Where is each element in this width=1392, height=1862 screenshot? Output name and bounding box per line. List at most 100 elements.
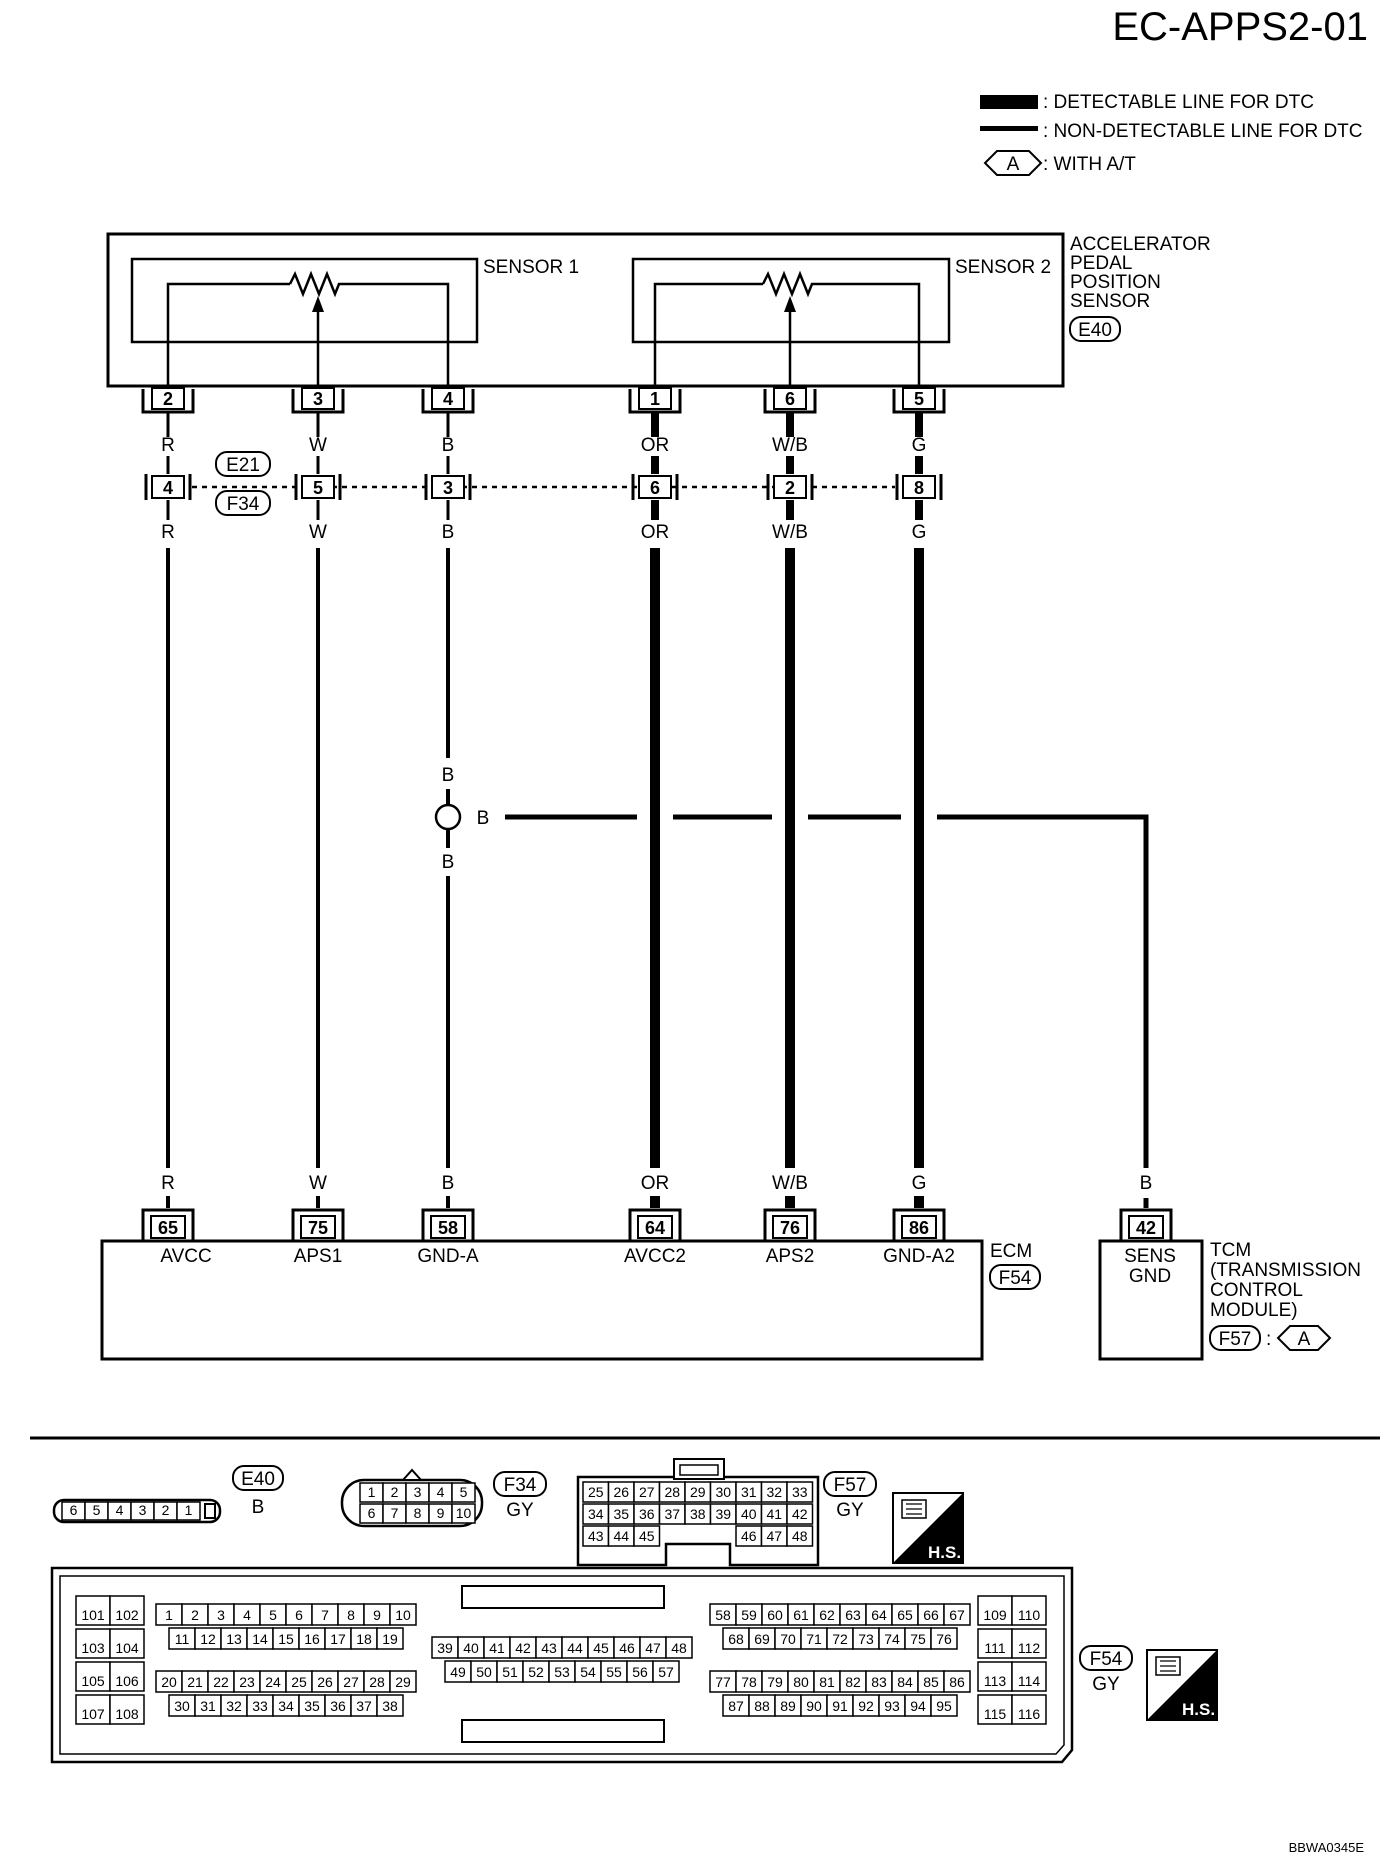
ecm-terminal-name: AVCC2 <box>624 1246 686 1267</box>
f34-cavity-number: 8 <box>414 1505 422 1521</box>
f54-cavity-number: 69 <box>754 1631 770 1647</box>
tcm-terminal-line2: GND <box>1129 1266 1171 1287</box>
ecm-terminal-name: APS2 <box>766 1246 815 1267</box>
f54-cavity: 54 <box>574 1660 602 1683</box>
f57-cavity-number: 43 <box>588 1528 604 1544</box>
inline-pin: 2 <box>766 474 814 500</box>
f54-cavity-number: 103 <box>81 1640 105 1656</box>
f57-cavity-number: 42 <box>792 1506 808 1522</box>
f54-cavity-number: 76 <box>936 1631 952 1647</box>
wire-color-label: OR <box>641 1173 670 1194</box>
f54-cavity: 3 <box>207 1603 235 1626</box>
e40-cavity-number: 5 <box>93 1502 101 1518</box>
f54-cavity-number: 23 <box>239 1674 255 1690</box>
f54-cavity: 88 <box>748 1694 776 1717</box>
harness-side-connector-icon: H.S. <box>892 1492 964 1564</box>
f54-cavity: 30 <box>168 1694 196 1717</box>
wire-color-label: W/B <box>772 522 808 543</box>
f54-cavity: 102 <box>109 1595 145 1626</box>
f57-cavity-number: 30 <box>715 1484 731 1500</box>
f54-cavity: 94 <box>904 1694 932 1717</box>
apps-pin-number: 3 <box>313 389 323 409</box>
f54-cavity-number: 27 <box>343 1674 359 1690</box>
f54-cavity-number: 86 <box>949 1674 965 1690</box>
f54-cavity-number: 102 <box>115 1607 139 1623</box>
f54-cavity-number: 106 <box>115 1673 139 1689</box>
f54-cavity: 90 <box>800 1694 828 1717</box>
inline-pin-number: 3 <box>443 478 453 498</box>
connector-code-e21: E21 <box>226 455 260 476</box>
e40-cavity-number: 6 <box>70 1502 78 1518</box>
f54-cavity-number: 67 <box>949 1607 965 1623</box>
f57-cavity-number: 45 <box>639 1528 655 1544</box>
sensor1-internal-wires <box>166 282 450 386</box>
f57-cavity-number: 44 <box>613 1528 629 1544</box>
f54-cavity-number: 104 <box>115 1640 139 1656</box>
tcm-ground-wire <box>505 814 1149 1168</box>
f54-cavity-number: 36 <box>330 1698 346 1714</box>
legend-non-detectable-text: : NON-DETECTABLE LINE FOR DTC <box>1043 121 1363 142</box>
f54-cavity: 11 <box>168 1627 196 1650</box>
ecm-pin: 64 AVCC2 <box>624 1208 686 1267</box>
inline-pin-number: 2 <box>785 478 795 498</box>
apps-connector-tag <box>1069 316 1121 342</box>
f54-cavity: 29 <box>389 1670 417 1693</box>
f54-cavity-number: 12 <box>200 1631 216 1647</box>
ecm-outline <box>100 1239 984 1361</box>
f54-cavity-number: 113 <box>984 1673 1007 1689</box>
connector-view-f57: F57 GY <box>823 1471 877 1521</box>
f34-cavity-number: 7 <box>391 1505 399 1521</box>
f54-cavity-number: 10 <box>395 1607 411 1623</box>
e40-cavity: 5 <box>84 1501 109 1521</box>
f54-cavity: 50 <box>470 1660 498 1683</box>
f57-cavity-number: 46 <box>741 1528 757 1544</box>
f54-cavity-number: 114 <box>1018 1673 1041 1689</box>
ecm-connector-code: F54 <box>999 1268 1032 1289</box>
f54-cavity: 39 <box>431 1636 459 1659</box>
inline-pin: 5 <box>294 474 342 500</box>
f57-cavity-number: 25 <box>588 1484 604 1500</box>
apps-pin-number: 6 <box>785 389 795 409</box>
f54-cavity-number: 8 <box>347 1607 355 1623</box>
f54-cavity-number: 66 <box>923 1607 939 1623</box>
hs-label: H.S. <box>928 1543 961 1562</box>
f57-cavity: 39 <box>709 1503 737 1525</box>
e40-cavity: 6 <box>61 1501 86 1521</box>
f57-cavity-number: 29 <box>690 1484 706 1500</box>
f54-cavity-number: 109 <box>983 1607 1007 1623</box>
potentiometer-icon <box>761 270 817 298</box>
harness-side-connector-icon: H.S. <box>1146 1649 1218 1721</box>
f57-cavity: 35 <box>607 1503 635 1525</box>
wire-color-label: W <box>309 522 327 543</box>
connector-view-f34-code: F34 <box>504 1475 537 1496</box>
wire-color-label: G <box>912 1173 927 1194</box>
sensor2-wiper-arrow <box>784 296 796 312</box>
f54-cavity-number: 29 <box>395 1674 411 1690</box>
f54-cavity-number: 111 <box>984 1640 1005 1656</box>
f54-cavity-number: 45 <box>593 1640 609 1656</box>
f54-cavity: 77 <box>709 1670 737 1693</box>
f34-cavity: 3 <box>405 1482 430 1503</box>
connector-view-f54-code: F54 <box>1090 1649 1123 1670</box>
f54-cavity: 26 <box>311 1670 339 1693</box>
e40-cavity-number: 3 <box>139 1502 147 1518</box>
e40-cavity-number: 4 <box>116 1502 124 1518</box>
f54-cavity: 6 <box>285 1603 313 1626</box>
f54-cavity: 84 <box>891 1670 919 1693</box>
f54-cavity-number: 17 <box>330 1631 346 1647</box>
tcm-pin: 42 <box>1119 1208 1173 1241</box>
f34-cavity: 5 <box>451 1482 476 1503</box>
f54-cavity: 86 <box>943 1670 971 1693</box>
wire-color-label: W <box>309 1173 327 1194</box>
f54-cavity-number: 83 <box>871 1674 887 1690</box>
connector-view-f54: F54 GY <box>1079 1645 1133 1695</box>
f54-cavity: 67 <box>943 1603 971 1626</box>
f54-cavity: 75 <box>904 1627 932 1650</box>
f54-cavity-number: 53 <box>554 1664 570 1680</box>
f54-cavity-number: 80 <box>793 1674 809 1690</box>
f54-cavity: 87 <box>722 1694 750 1717</box>
f54-cavity-number: 9 <box>373 1607 381 1623</box>
lower-wires: R W B OR W/B G B B B R W B <box>161 500 1152 1208</box>
tcm-wire-color: B <box>1140 1173 1153 1194</box>
